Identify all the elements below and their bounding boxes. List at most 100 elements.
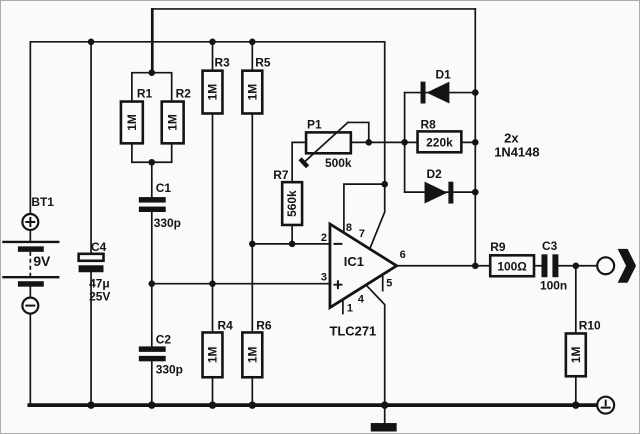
battery-voltage: 9V — [33, 253, 51, 269]
d1-cathode-bar — [420, 81, 426, 104]
c4-plate-positive — [77, 252, 105, 263]
junction-dot — [148, 280, 156, 287]
output-terminal — [596, 248, 637, 283]
capacitor-c2: C2 330p — [138, 332, 183, 376]
c2-ref: C2 — [156, 332, 172, 346]
junction-dot — [401, 139, 408, 146]
p1-body — [304, 131, 353, 155]
resistor-r9: R9 100Ω — [488, 240, 536, 278]
p1-ref: P1 — [307, 117, 322, 131]
chassis-ground-icon — [370, 423, 397, 432]
c3-plate-right — [552, 254, 559, 278]
pin8-wire — [343, 183, 386, 234]
capacitor-c4: C4 47μ 25V — [77, 240, 110, 304]
diode-note-prefix: 2x — [504, 130, 519, 145]
ground-terminal — [596, 395, 616, 415]
junction-dot — [248, 401, 257, 409]
p1-wiper-wire — [347, 121, 370, 144]
d1-ref: D1 — [435, 68, 451, 82]
r7-value: 560k — [285, 190, 299, 217]
pin8-label: 8 — [346, 222, 352, 234]
junction-dot — [572, 401, 580, 409]
junction-dots — [87, 38, 580, 409]
r10-value: 1M — [569, 347, 583, 364]
opamp-ic1: IC1 TLC271 2 3 8 7 6 5 4 1 — [321, 221, 406, 338]
r6-value: 1M — [245, 347, 259, 364]
d2-ref: D2 — [427, 167, 443, 181]
battery-plate-short-1 — [17, 246, 44, 252]
junction-dot — [87, 38, 95, 46]
r6-ref: R6 — [256, 318, 272, 332]
junction-dot — [572, 262, 580, 270]
c2-plate-top — [138, 346, 166, 352]
wires — [27, 8, 599, 424]
junction-dot — [208, 401, 217, 409]
junction-dot — [471, 188, 479, 196]
resistor-r2: R2 1M — [160, 87, 192, 145]
r2-value: 1M — [166, 114, 180, 131]
resistor-r1: R1 1M — [119, 87, 153, 145]
r6-body — [241, 331, 264, 379]
r1-value: 1M — [125, 114, 139, 131]
diode-d2: D2 — [424, 167, 454, 204]
battery-ref: BT1 — [31, 195, 54, 209]
r2-body — [160, 100, 185, 145]
r2-ref: R2 — [176, 87, 192, 101]
c3-plate-left — [541, 254, 548, 278]
resistor-r5: R5 1M — [241, 56, 271, 115]
junction-dot — [209, 38, 216, 46]
pin6-label: 6 — [400, 249, 406, 261]
diode-note-part: 1N4148 — [494, 144, 539, 159]
junction-dot — [288, 240, 296, 248]
pin7-label: 7 — [359, 228, 365, 240]
r4-ref: R4 — [217, 318, 233, 332]
ic1-ref: IC1 — [344, 254, 364, 269]
pin4-label: 4 — [358, 294, 365, 306]
c2-plate-bottom — [138, 355, 166, 362]
pin5-label: 5 — [386, 278, 392, 290]
diode-type-note: 2x 1N4148 — [494, 130, 539, 159]
junction-dot — [209, 280, 216, 287]
p1-wiper-diagonal — [302, 121, 350, 164]
r5-value: 1M — [245, 84, 259, 101]
c4-value: 47μ — [89, 277, 110, 291]
capacitor-c1: C1 330p — [138, 181, 181, 230]
resistor-r6: R6 1M — [241, 318, 272, 379]
junction-dot — [380, 401, 389, 409]
earth-icon — [600, 399, 611, 409]
resistor-r7: R7 560k — [273, 168, 304, 227]
pin2-label: 2 — [321, 232, 327, 244]
diode-d1: D1 — [420, 68, 451, 104]
junction-dot — [147, 401, 156, 409]
c4-plate-negative — [78, 265, 104, 273]
c4-rating: 25V — [89, 290, 110, 304]
resistor-r3: R3 1M — [201, 56, 230, 115]
r8-value: 220k — [426, 135, 453, 149]
c1-ref: C1 — [156, 181, 172, 195]
junction-dot — [148, 158, 156, 166]
c1-plate-bottom — [138, 206, 166, 213]
battery-bt1: BT1 9V — [2, 195, 60, 315]
d2-cathode-bar — [448, 181, 454, 204]
opamp-triangle — [328, 221, 400, 311]
resistor-r8: R8 220k — [416, 117, 463, 154]
pin1-label: 1 — [347, 303, 353, 315]
ic1-part: TLC271 — [329, 323, 376, 338]
junction-dot — [381, 180, 388, 188]
d2-triangle — [424, 181, 448, 204]
noninverting-input-symbol — [333, 280, 343, 290]
r5-body — [241, 69, 264, 115]
junction-dot — [249, 38, 256, 46]
r10-ref: R10 — [579, 318, 601, 332]
output-connector-circle — [596, 256, 616, 276]
battery-plate-short-2 — [17, 281, 44, 287]
output-arrow-icon — [617, 248, 637, 283]
c2-value: 330p — [156, 362, 183, 376]
c1-value: 330p — [154, 216, 181, 230]
p1-value: 500k — [325, 156, 352, 170]
c4-ref: C4 — [91, 240, 107, 254]
pin7-wire — [368, 183, 386, 250]
p1-adjust-arrow-icon — [298, 157, 310, 169]
r1-ref: R1 — [137, 87, 153, 101]
